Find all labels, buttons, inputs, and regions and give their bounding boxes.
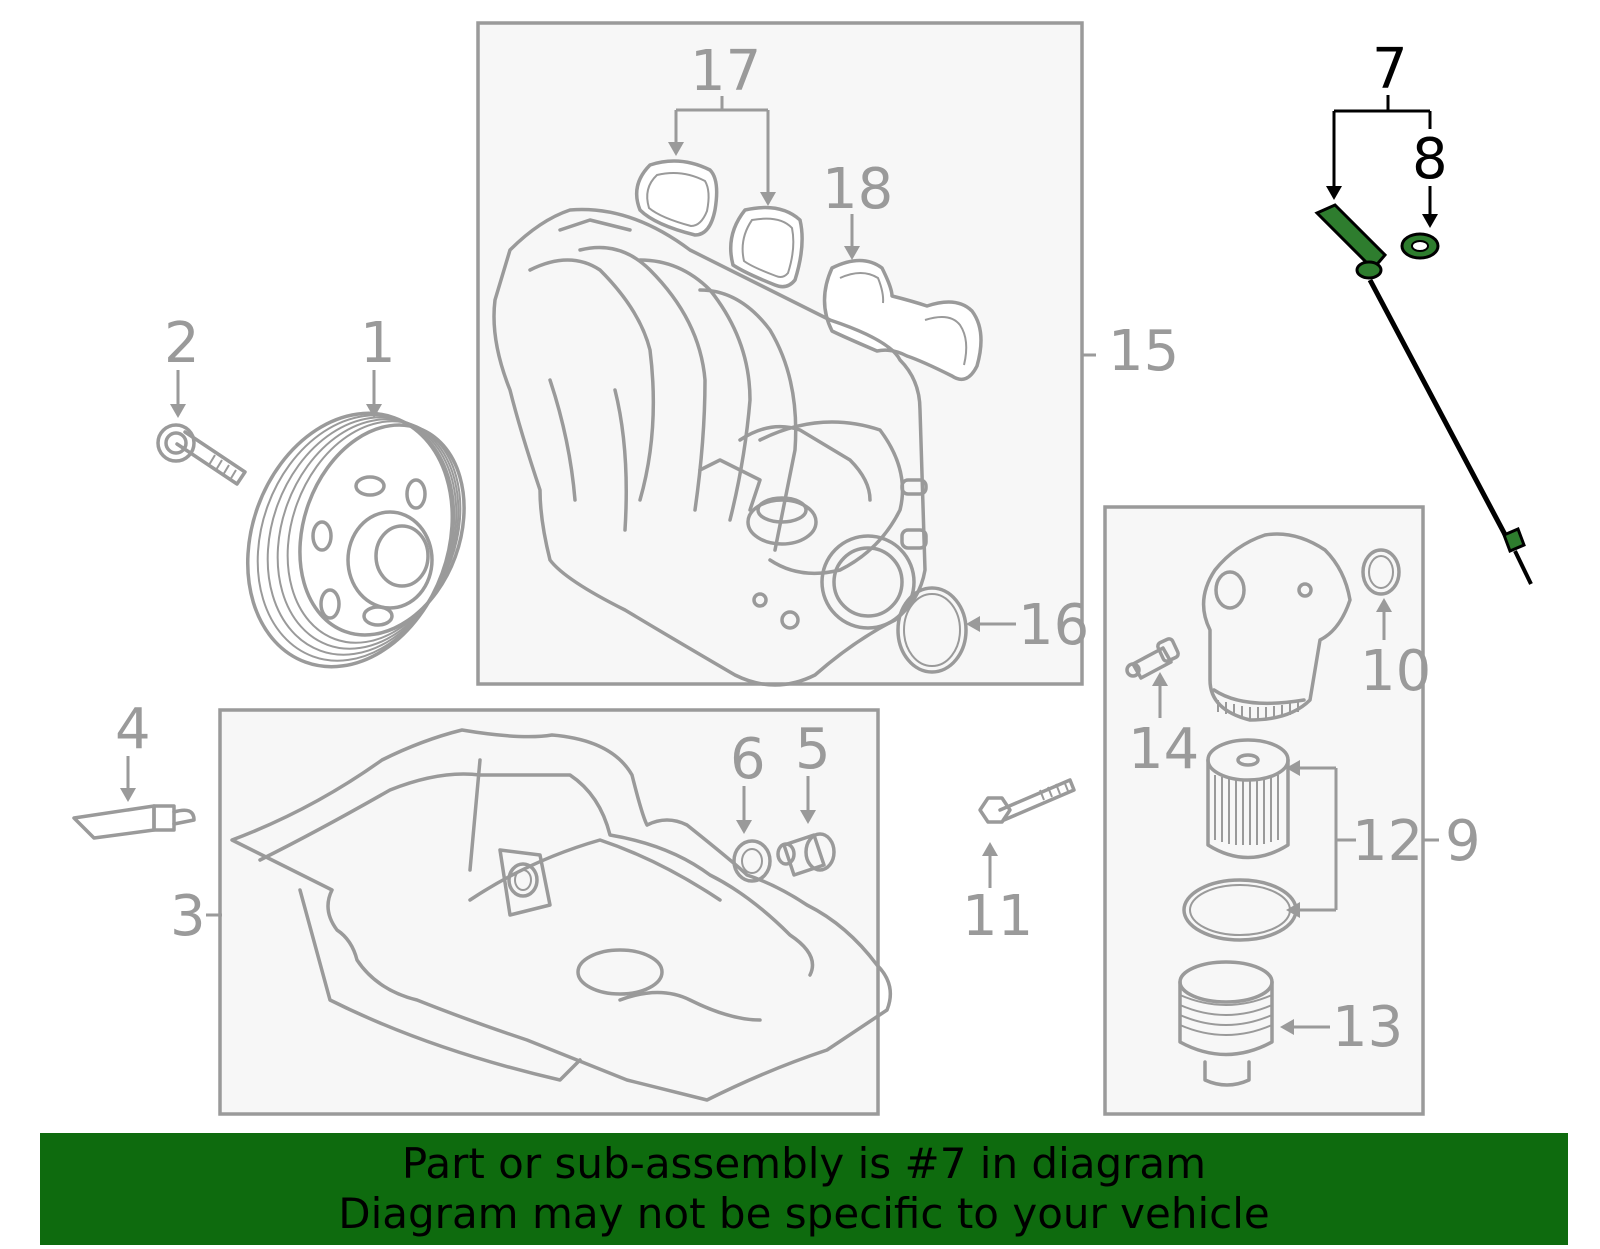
drain-plug[interactable] — [776, 832, 836, 877]
callout-15: 15 — [1108, 319, 1179, 384]
callout-8: 8 — [1412, 127, 1448, 192]
housing-gasket-10[interactable] — [1361, 548, 1401, 596]
callout-labels: 1 2 3 4 5 6 7 8 9 10 11 12 13 14 15 16 1… — [115, 37, 1481, 1060]
crankshaft-pulley[interactable] — [213, 384, 492, 695]
oil-filter-group — [1103, 505, 1425, 1116]
mounting-bolt[interactable] — [978, 778, 1076, 824]
callout-13: 13 — [1332, 995, 1403, 1060]
oil-filter-housing[interactable] — [1201, 532, 1352, 722]
oil-pan[interactable] — [230, 728, 893, 1102]
callout-3: 3 — [170, 884, 206, 949]
callout-18: 18 — [822, 157, 893, 222]
oil-filter-element[interactable] — [1206, 738, 1290, 860]
intake-manifold-group — [476, 21, 1084, 687]
gasket-17-b[interactable] — [729, 205, 804, 289]
sealant-tube[interactable] — [72, 804, 196, 840]
banner-line-1: Part or sub-assembly is #7 in diagram — [401, 1139, 1207, 1188]
callout-2: 2 — [164, 311, 200, 376]
callout-17: 17 — [690, 39, 761, 104]
info-banner: Part or sub-assembly is #7 in diagram Di… — [40, 1133, 1568, 1245]
callout-14: 14 — [1128, 717, 1199, 782]
intake-manifold[interactable] — [492, 207, 928, 687]
leader-lines — [120, 95, 1439, 1035]
oil-dipstick[interactable] — [1314, 203, 1533, 585]
gasket-17-a[interactable] — [634, 159, 719, 237]
callout-4: 4 — [115, 697, 151, 762]
drain-plug-gasket[interactable] — [732, 839, 772, 883]
banner-line-2: Diagram may not be specific to your vehi… — [338, 1189, 1270, 1238]
oil-pressure-sensor[interactable] — [1125, 637, 1180, 680]
oil-pan-group — [218, 708, 893, 1116]
pulley-bolt[interactable] — [156, 423, 247, 486]
dipstick-o-ring[interactable] — [1400, 232, 1440, 260]
callout-1: 1 — [360, 311, 396, 376]
callout-11: 11 — [962, 884, 1033, 949]
throttle-gasket-16[interactable] — [896, 586, 968, 674]
callout-6: 6 — [730, 727, 766, 792]
callout-9: 9 — [1445, 809, 1481, 874]
callout-7: 7 — [1372, 37, 1408, 102]
callout-10: 10 — [1360, 639, 1431, 704]
callout-16: 16 — [1018, 593, 1089, 658]
callout-12: 12 — [1352, 809, 1423, 874]
gasket-18[interactable] — [822, 258, 983, 382]
oil-filter-cap[interactable] — [1178, 960, 1274, 1087]
callout-5: 5 — [795, 717, 831, 782]
